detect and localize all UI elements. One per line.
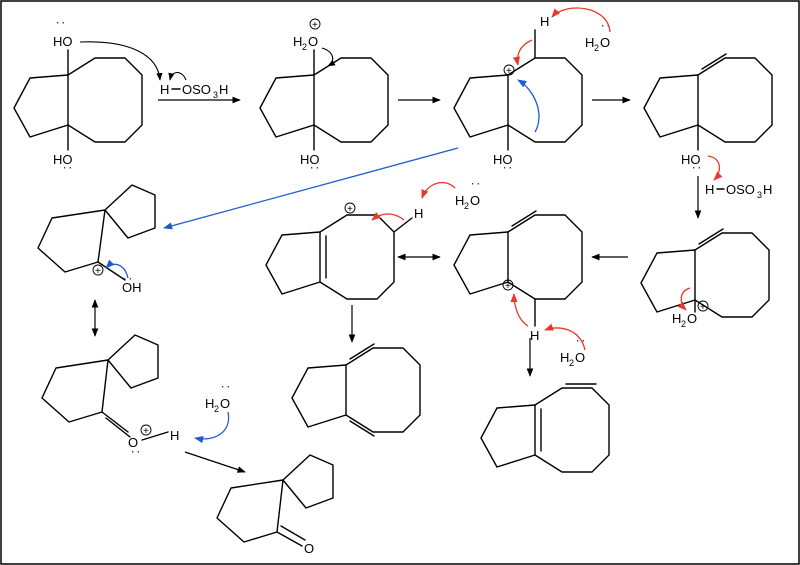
reagent-subscript-3: 3 [213, 90, 218, 100]
positive-charge-sign: + [312, 20, 318, 31]
curly-arrow-blue-lone-pair [105, 259, 129, 279]
reagent-h-after: H [219, 82, 228, 97]
water-h: H [205, 396, 214, 411]
positive-charge-sign: + [700, 302, 706, 313]
reagent-h: H [160, 82, 169, 97]
lone-pair-dots: : [308, 166, 323, 170]
curly-arrow-red-water-leaving [677, 287, 691, 311]
water-h: H [672, 311, 681, 326]
water-o: O [470, 193, 480, 208]
hydrogen-label: H [540, 14, 549, 29]
molecule-oxonium: H 2 O + HO : [259, 18, 389, 170]
carbocation-charge-icon [503, 64, 515, 76]
water-dots: : [469, 182, 484, 186]
water-base-1: H 2 O : [585, 24, 614, 53]
lone-pair-dots: : [121, 277, 136, 281]
curly-arrow-red-deprotonate-3 [421, 181, 456, 199]
water-subscript-2: 2 [302, 42, 307, 52]
product-spiro-ketone: O [216, 454, 334, 556]
lone-pair-dots: : [129, 450, 144, 454]
positive-charge-icon [697, 300, 709, 312]
carbocation-plus: + [95, 266, 101, 277]
curly-arrow-h-bond [168, 71, 187, 81]
lone-pair-dots: : [501, 166, 516, 170]
molecule-spiro-cation: + OH : [37, 184, 156, 295]
water-dots: : [599, 24, 614, 28]
water-o: O [687, 311, 697, 326]
water-o: O [220, 396, 230, 411]
water-sub2: 2 [464, 201, 469, 211]
carbocation-plus: + [506, 66, 512, 77]
hydroxyl-label: OH [122, 280, 142, 295]
positive-charge-icon [140, 424, 152, 436]
water-base-4: H 2 O : [205, 385, 234, 414]
molecule-oxocarbenium: O : + H [41, 334, 179, 454]
molecule-alkene-alcohol: HO : [643, 53, 773, 170]
hydroxyl-label-top: HO [53, 34, 73, 49]
hydroxyl-label: HO [300, 152, 320, 167]
water-label-h: H [293, 34, 302, 49]
product-diene-b [480, 383, 610, 473]
water-sub2: 2 [594, 43, 599, 53]
water-sub2: 2 [214, 404, 219, 414]
water-sub2: 2 [569, 358, 574, 368]
water-label-o: O [308, 34, 318, 49]
product-diene-a [291, 343, 421, 437]
curly-arrow-red-oh [707, 155, 723, 181]
water-h: H [560, 350, 569, 365]
molecule-diol: HO : HO : [13, 21, 143, 170]
curly-arrow-blue-deprotonate [194, 411, 230, 444]
curly-arrow-red-deprotonate-2 [544, 323, 586, 351]
hydrogen-label: H [530, 328, 539, 343]
water-base-3: H 2 O : [560, 339, 589, 368]
reagent-oso: OSO [182, 82, 211, 97]
hydrogen-label: H [414, 206, 423, 221]
molecule-allylic-cation: + H [453, 210, 583, 343]
reagent-h-after: H [763, 182, 772, 197]
curly-arrow-red-ch-bond-2 [510, 293, 529, 327]
positive-charge-sign: + [143, 426, 149, 437]
curly-arrow-blue-ring-shift [517, 79, 540, 133]
water-o: O [575, 350, 585, 365]
molecule-carbocation: + H HO : [453, 14, 583, 170]
curly-arrow-water-leaving [321, 47, 336, 67]
reaction-arrow-final [184, 451, 246, 473]
reagent-subscript-3: 3 [757, 190, 762, 200]
curly-arrow-red-deprotonate [551, 7, 611, 33]
reagent-oso: OSO [726, 182, 755, 197]
carbocation-plus: + [505, 281, 511, 292]
molecule-resonance-cation: + H [265, 202, 423, 300]
molecule-alkene-oxonium: H 2 O + [640, 228, 770, 329]
positive-charge-icon [309, 18, 321, 30]
oxygen-label: O [128, 435, 138, 450]
carbocation-charge-icon [92, 264, 104, 276]
reagent-h: H [705, 182, 714, 197]
carbocation-plus: + [347, 204, 353, 215]
water-h: H [455, 193, 464, 208]
reagent-h-oso3h-2: H OSO 3 H [705, 182, 772, 200]
carbonyl-oxygen-label: O [304, 541, 314, 556]
reagent-h-oso3h-1: H OSO 3 H [160, 71, 228, 100]
hydroxyl-label: HO [681, 152, 701, 167]
lone-pair-dots: : [54, 21, 69, 25]
curly-arrow-red-ch-bond-3 [371, 212, 405, 221]
water-base-2: H 2 O : [455, 182, 484, 211]
water-h: H [585, 35, 594, 50]
hydroxyl-label: HO [493, 152, 513, 167]
water-o: O [600, 35, 610, 50]
carbocation-charge-icon [344, 202, 356, 214]
water-dots: : [219, 385, 234, 389]
lone-pair-dots: : [61, 166, 76, 170]
curly-arrow-oh-to-h [79, 41, 163, 81]
water-sub2: 2 [681, 319, 686, 329]
lone-pair-dots: : [690, 166, 705, 170]
hydroxyl-label-bottom: HO [53, 152, 73, 167]
pathway-arrow-blue [163, 147, 459, 230]
hydrogen-label: H [170, 428, 179, 443]
curly-arrow-red-ch-bond [512, 39, 533, 66]
carbocation-charge-icon [502, 279, 514, 291]
